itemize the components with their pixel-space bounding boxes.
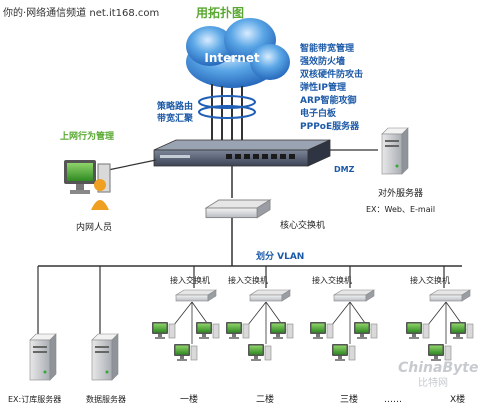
internet-label: Internet <box>204 51 259 65</box>
pc-cluster <box>405 321 474 362</box>
pc-cluster <box>151 321 220 362</box>
user-head-icon <box>94 179 106 191</box>
core-switch-icon <box>205 199 271 219</box>
uplink-lines <box>211 84 243 142</box>
ex-db-server-icon <box>29 333 57 381</box>
access-switch-icon <box>429 289 471 302</box>
data-server-icon <box>91 333 119 381</box>
access-switch-icon <box>333 289 375 302</box>
intranet-user-label: 内网人员 <box>76 221 112 233</box>
access-switch-icon <box>175 289 217 302</box>
server-drops <box>37 266 445 334</box>
feature-item: 强效防火墙 <box>300 55 345 67</box>
feature-item: ARP智能攻御 <box>300 94 357 106</box>
floor-label: 二楼 <box>256 393 274 405</box>
access-switch-label: 接入交换机 <box>410 275 450 285</box>
floor-label: X楼 <box>450 393 465 405</box>
feature-item: 智能带宽管理 <box>300 42 354 54</box>
bandwidth-aggregation-ring <box>198 95 256 119</box>
access-switch-label: 接入交换机 <box>170 275 210 285</box>
link-router-user <box>107 159 157 171</box>
server-label: 数据服务器 <box>86 394 126 404</box>
diagram-title-fragment: 用拓扑图 <box>195 5 244 20</box>
behavior-management-label: 上网行为管理 <box>60 130 114 142</box>
pc-cluster <box>309 321 378 362</box>
external-server-detail: EX：Web、E-mail <box>366 205 435 214</box>
logo-text: ChinaByte <box>398 360 478 376</box>
feature-item: 电子白板 <box>300 107 337 119</box>
logo-sub: 比特网 <box>418 377 448 389</box>
pc-cluster <box>225 321 294 362</box>
bandwidth-aggregation-label: 带宽汇聚 <box>157 112 194 124</box>
floor-label: 三楼 <box>340 393 358 405</box>
intranet-user-workstation <box>63 159 111 210</box>
vlan-label: 划分 VLAN <box>256 250 304 262</box>
user-body-icon <box>91 200 109 210</box>
access-switch-icon <box>249 289 291 302</box>
feature-list: 智能带宽管理 强效防火墙 双核硬件防攻击 弹性IP管理 ARP智能攻御 电子白板… <box>300 42 363 132</box>
watermark-text: 你的·网络通信频道 net.it168.com <box>3 6 159 19</box>
feature-item: 双核硬件防攻击 <box>300 68 363 80</box>
policy-route-label: 策略路由 <box>156 100 193 112</box>
access-switch-label: 接入交换机 <box>228 275 268 285</box>
external-server-icon <box>381 127 409 175</box>
server-label: EX:订库服务器 <box>8 394 61 404</box>
pc-links <box>169 301 467 344</box>
dmz-label: DMZ <box>334 165 355 174</box>
core-switch-label: 核心交换机 <box>280 219 325 231</box>
external-server-title: 对外服务器 <box>378 187 423 199</box>
internet-cloud: Internet <box>186 18 290 88</box>
main-router <box>153 139 331 167</box>
chinabyte-logo: ChinaByte 比特网 <box>398 360 478 389</box>
access-switch-label: 接入交换机 <box>312 275 352 285</box>
floor-label: …… <box>384 395 402 405</box>
floor-label: 一楼 <box>180 393 198 405</box>
feature-item: 弹性IP管理 <box>300 81 346 93</box>
feature-item: PPPoE服务器 <box>300 120 360 132</box>
